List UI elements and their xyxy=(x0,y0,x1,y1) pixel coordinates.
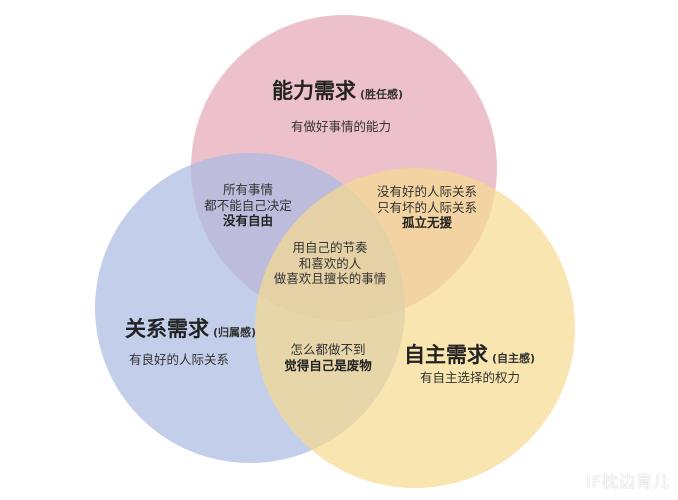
overlap-relatedness-autonomy: 怎么都做不到 觉得自己是废物 xyxy=(272,342,384,373)
overlap-ca-emphasis: 孤立无援 xyxy=(401,215,452,231)
competence-subtitle: (胜任感) xyxy=(360,88,404,101)
competence-title: 能力需求 (胜任感) xyxy=(272,78,403,104)
autonomy-description: 有自主选择的权力 xyxy=(420,370,521,385)
competence-description: 有做好事情的能力 xyxy=(291,119,392,134)
overlap-ra-line1: 怎么都做不到 xyxy=(290,342,366,357)
competence-title-text: 能力需求 xyxy=(272,79,356,103)
overlap-cr-emphasis: 没有自由 xyxy=(222,213,273,229)
autonomy-subtitle: (自主感) xyxy=(492,352,536,365)
watermark: IF枕边育儿 xyxy=(586,472,670,491)
relatedness-description: 有良好的人际关系 xyxy=(129,352,230,367)
overlap-ra-emphasis: 觉得自己是废物 xyxy=(284,357,372,373)
overlap-center-line3: 做喜欢且擅长的事情 xyxy=(273,271,387,287)
autonomy-title: 自主需求 (自主感) xyxy=(404,342,535,368)
relatedness-title-text: 关系需求 xyxy=(125,317,209,341)
overlap-ca-line2: 只有坏的人际关系 xyxy=(376,199,477,215)
autonomy-title-text: 自主需求 xyxy=(404,343,488,367)
relatedness-subtitle: (归属感) xyxy=(213,326,257,339)
relatedness-title: 关系需求 (归属感) xyxy=(125,316,256,342)
overlap-ca-line1: 没有好的人际关系 xyxy=(376,184,477,199)
overlap-center: 用自己的节奏 和喜欢的人 做喜欢且擅长的事情 xyxy=(262,240,398,287)
overlap-competence-relatedness: 所有事情 都不能自己决定 没有自由 xyxy=(196,182,300,229)
overlap-center-line2: 和喜欢的人 xyxy=(298,255,362,271)
autonomy-circle xyxy=(255,168,575,488)
overlap-competence-autonomy: 没有好的人际关系 只有坏的人际关系 孤立无援 xyxy=(368,184,486,231)
overlap-cr-line1: 所有事情 xyxy=(222,182,273,197)
overlap-cr-line2: 都不能自己决定 xyxy=(204,197,292,213)
overlap-center-line1: 用自己的节奏 xyxy=(292,240,368,255)
